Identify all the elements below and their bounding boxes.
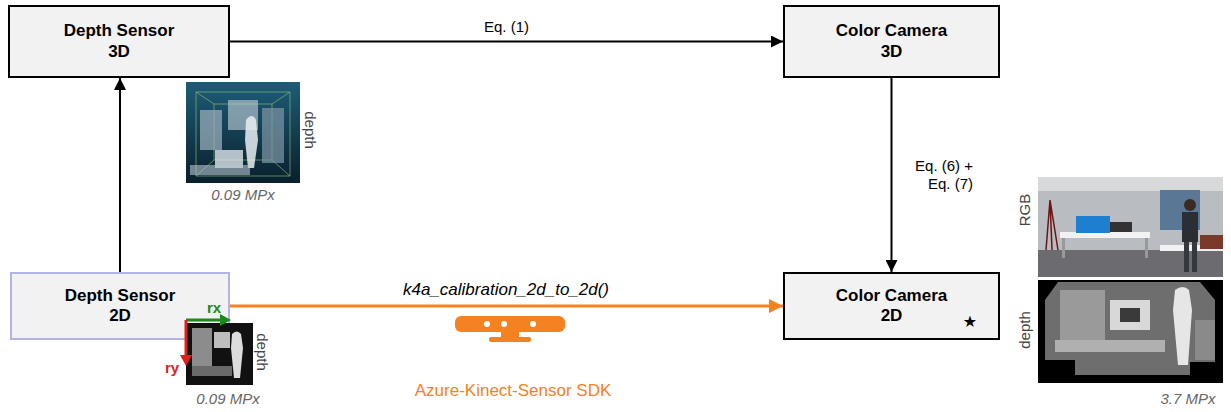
process-box: Color Camera 3D [783,5,1000,78]
process-box: Depth Sensor 2D [10,272,230,340]
annotation-label: 3.7 MPx [1160,391,1215,408]
edge-label: Eq. (6) + Eq. (7) [904,157,976,193]
rgb-photo [1038,177,1223,277]
annotation-label: Azure-Kinect-Sensor SDK [415,382,612,401]
registered-depth-image [1038,280,1223,383]
annotation-label: 0.09 MPx [211,187,274,204]
point-cloud-image [186,82,300,183]
arrow-connector [119,78,121,272]
image-caption: depth [302,111,319,149]
annotation-label: ★ [963,313,977,331]
process-box: Depth Sensor 3D [8,5,230,78]
node-title: Color Camera 2D [829,286,954,327]
image-caption: depth [254,333,271,371]
node-title: Color Camera 3D [829,21,954,62]
edge-label: k4a_calibration_2d_to_2d() [400,280,612,300]
arrow-connector [230,305,783,308]
annotation-label: 0.09 MPx [196,391,259,408]
image-caption: depth [1017,311,1034,349]
arrow-connector [891,78,893,272]
edge-label: Eq. (1) [481,18,532,36]
annotation-label: rx [207,300,221,317]
image-caption: RGB [1017,194,1034,227]
node-title: Depth Sensor 2D [58,286,183,327]
arrow-connector [230,41,783,43]
node-title: Depth Sensor 3D [57,21,182,62]
annotation-label: ry [165,360,179,377]
kinect-sensor-icon [455,316,565,342]
